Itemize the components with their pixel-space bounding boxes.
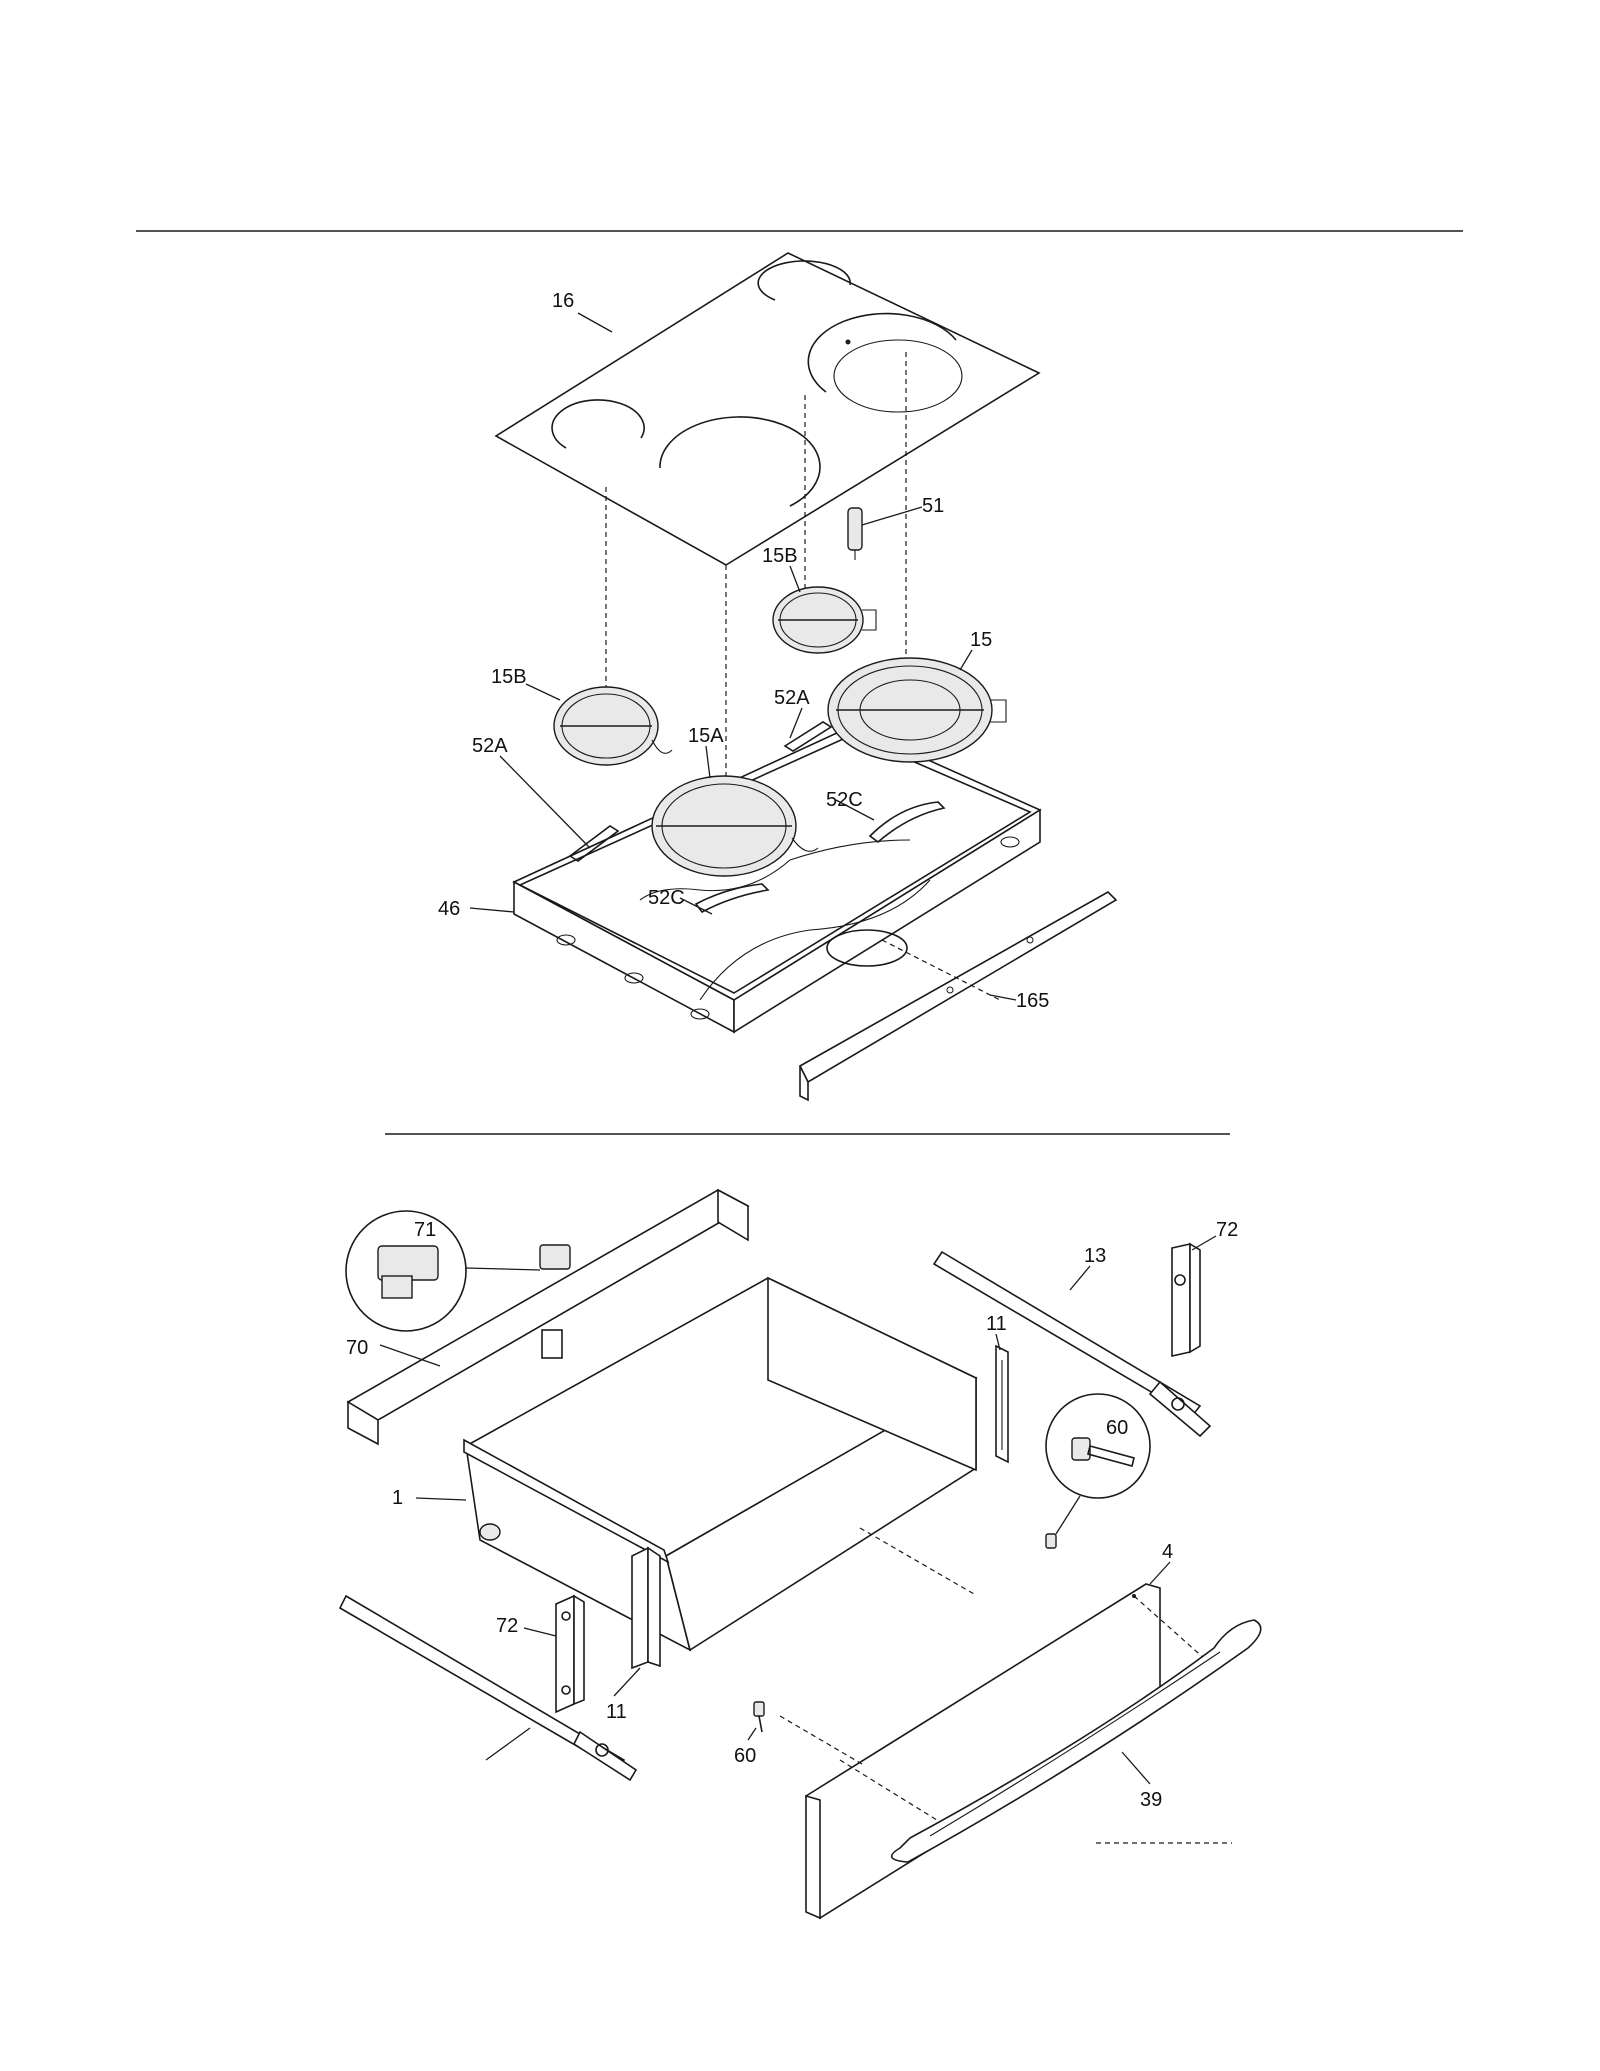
- latch-part: [539, 1244, 571, 1270]
- callout-39: 39: [1140, 1789, 1162, 1811]
- callout-15b-rear: 15B: [762, 545, 798, 567]
- drawer-body: [463, 1276, 978, 1652]
- sensor: [847, 507, 863, 560]
- callout-13: 13: [1084, 1245, 1106, 1267]
- cooktop-section: 16 51 15B 15 15B 52A 15A 52A 52C 52C 46 …: [438, 252, 1118, 1102]
- slide-upper-right: [932, 1250, 1212, 1438]
- radiant-element-small-left: [553, 686, 673, 766]
- callout-52a-left: 52A: [472, 735, 508, 757]
- bracket-52c-right: [868, 801, 946, 844]
- callout-16: 16: [552, 290, 574, 312]
- bracket-52c-front: [694, 883, 770, 914]
- callout-11-left: 11: [606, 1701, 627, 1723]
- screw-detail-magnifier: [1045, 1393, 1151, 1549]
- bracket-72-right: [1171, 1242, 1201, 1357]
- callout-1: 1: [392, 1487, 403, 1509]
- callout-60-front: 60: [734, 1745, 756, 1767]
- callout-11-right: 11: [986, 1313, 1007, 1335]
- bracket-52a-right: [783, 721, 833, 752]
- slide-upper-left: [346, 1188, 750, 1446]
- callout-60-detail: 60: [1106, 1417, 1128, 1439]
- drawer-handle: [890, 1619, 1262, 1863]
- radiant-element-large-right: [827, 657, 1007, 763]
- callout-52a-right: 52A: [774, 687, 810, 709]
- callout-72-left: 72: [496, 1615, 518, 1637]
- callout-15b-left: 15B: [491, 666, 527, 688]
- bracket-11-right: [995, 1344, 1009, 1464]
- callout-15: 15: [970, 629, 992, 651]
- latch-detail-magnifier: [345, 1210, 541, 1332]
- callout-52c-front: 52C: [648, 887, 685, 909]
- bracket-11-left: [631, 1546, 661, 1670]
- callout-4: 4: [1162, 1541, 1173, 1563]
- radiant-element-small-rear: [772, 586, 877, 654]
- bracket-72-left: [555, 1594, 585, 1714]
- callout-72-right: 72: [1216, 1219, 1238, 1241]
- callout-52c-right: 52C: [826, 789, 863, 811]
- callout-165: 165: [1016, 990, 1049, 1012]
- callout-70: 70: [346, 1337, 368, 1359]
- bracket-52a-left: [568, 825, 620, 862]
- burner-box-frame: [512, 725, 1042, 1034]
- callout-46: 46: [438, 898, 460, 920]
- radiant-element-large-front: [651, 775, 819, 877]
- slide-lower-left: [338, 1594, 638, 1782]
- front-rail: [798, 891, 1118, 1102]
- glass-cooktop: [494, 252, 1041, 566]
- callout-51: 51: [922, 495, 944, 517]
- callout-71: 71: [414, 1219, 436, 1241]
- callout-15a: 15A: [688, 725, 724, 747]
- drawer-section: 71 70 13 72 11 60 1 4 72 11 60 39: [338, 1188, 1262, 1920]
- screw-front: [753, 1701, 765, 1733]
- drawer-front-panel: [779, 1583, 1207, 1920]
